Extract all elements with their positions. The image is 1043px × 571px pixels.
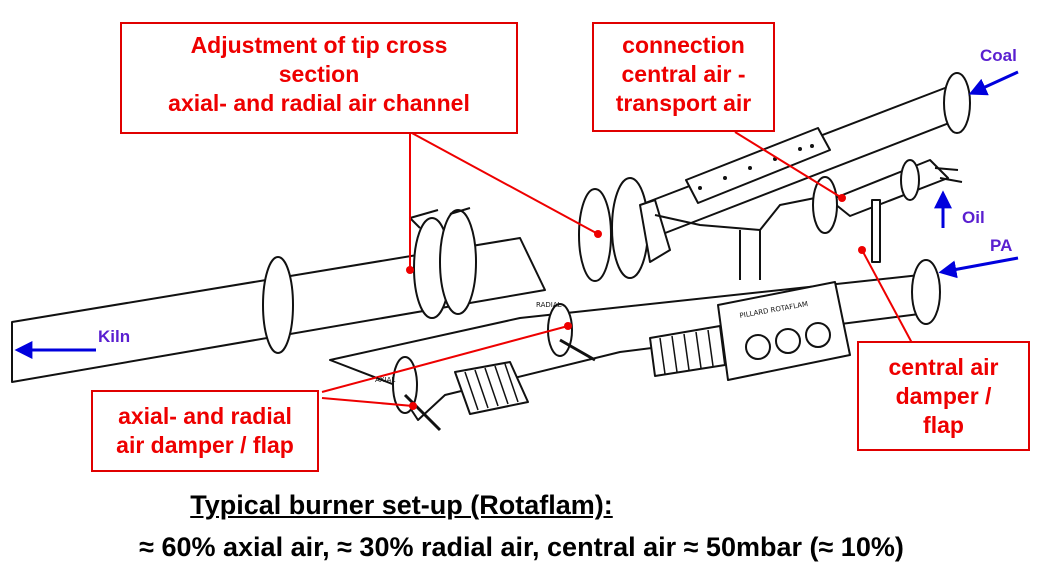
connection-ring — [812, 176, 838, 234]
central-air-riser — [871, 199, 881, 263]
axial-tag: AXIAL — [375, 376, 395, 384]
oil-label: Oil — [962, 208, 985, 227]
leader-connection — [734, 131, 843, 199]
caption-detail: ≈ 60% axial air, ≈ 30% radial air, centr… — [139, 532, 904, 562]
leader-tip-2 — [409, 131, 599, 235]
leader-axial-1 — [321, 397, 414, 407]
coal-arrow — [968, 70, 1019, 96]
caption-title: Typical burner set-up (Rotaflam): — [190, 490, 613, 520]
oil-flange — [900, 159, 920, 201]
oil-line — [829, 159, 949, 217]
leader-axial-2 — [321, 325, 569, 393]
pa-label: PA — [990, 236, 1013, 255]
coal-inlet-flange — [943, 72, 971, 134]
rivet-plate — [685, 127, 831, 204]
kiln-label: Kiln — [98, 327, 131, 346]
pa-arrow — [938, 256, 1019, 279]
coal-label: Coal — [980, 46, 1017, 65]
pa-inlet-flange — [911, 259, 941, 325]
leader-central — [861, 249, 913, 344]
radial-tag: RADIAL — [536, 301, 562, 309]
main-flange-left — [262, 256, 294, 354]
